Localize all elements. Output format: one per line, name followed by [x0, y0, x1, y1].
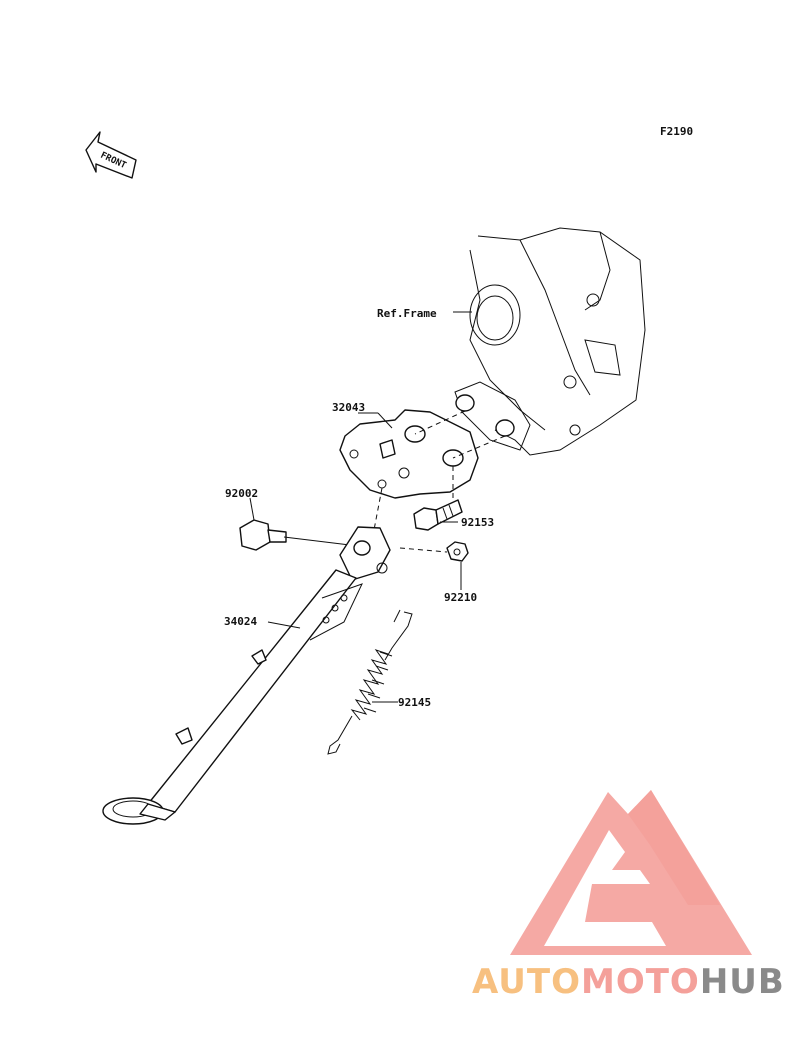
spring-92145	[327, 609, 413, 755]
wordmark-moto: MOTO	[580, 962, 700, 1002]
logo-triangle	[510, 790, 752, 955]
automotohub-wordmark: AUTOMOTOHUB	[472, 962, 785, 1002]
wordmark-hub: HUB	[699, 962, 785, 1002]
part-number-92153: 92153	[461, 516, 494, 529]
wordmark-auto: AUTO	[472, 962, 581, 1002]
spring-coils	[350, 649, 393, 721]
part-number-92210: 92210	[444, 591, 477, 604]
front-direction-arrow: FRONT	[85, 131, 137, 179]
part-number-92002: 92002	[225, 487, 258, 500]
stand-bracket-32043	[339, 409, 479, 499]
side-stand-34024	[102, 526, 391, 825]
part-number-92145: 92145	[398, 696, 431, 709]
figure-code: F2190	[660, 125, 693, 138]
automotohub-logo-mark	[510, 790, 752, 955]
bolt-92002	[239, 519, 287, 551]
ref-frame-label: Ref.Frame	[377, 307, 437, 320]
part-number-34024: 34024	[224, 615, 257, 628]
reference-frame-drawing	[454, 227, 646, 456]
bolt-92153	[413, 499, 463, 531]
nut-92210	[446, 541, 469, 562]
part-number-32043: 32043	[332, 401, 365, 414]
